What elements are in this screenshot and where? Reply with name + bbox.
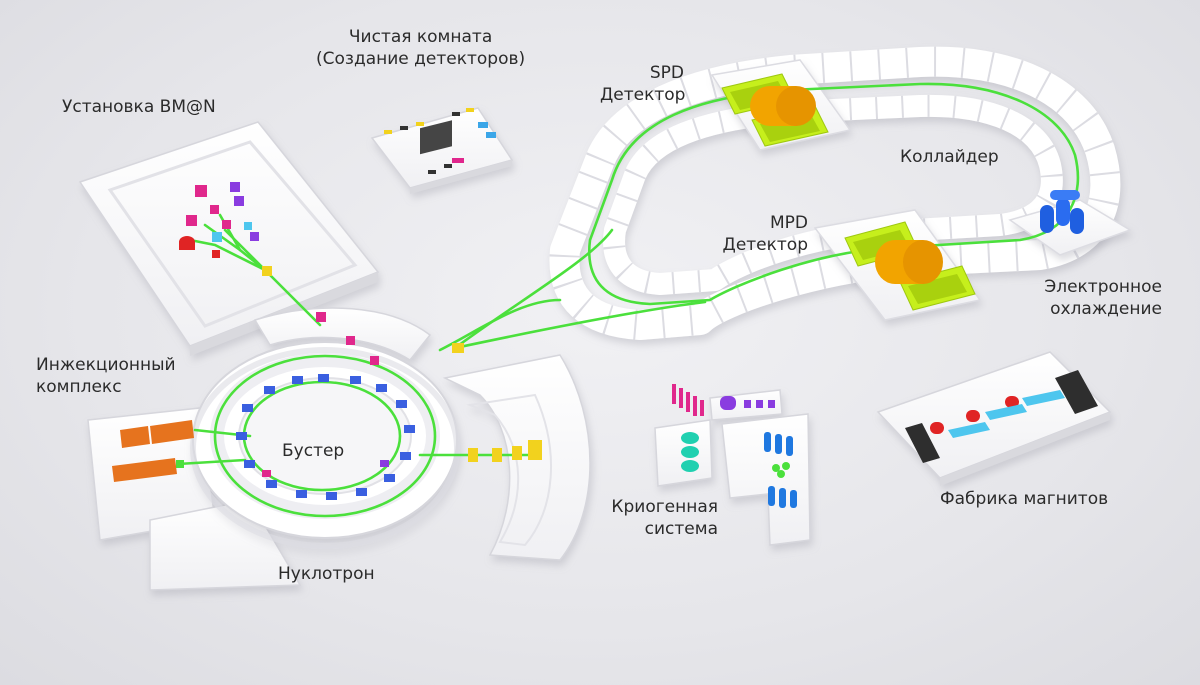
label-collider: Коллайдер	[900, 147, 999, 167]
label-booster: Бустер	[282, 441, 345, 461]
electron-cooling-device	[1040, 190, 1084, 234]
clean-room	[370, 107, 514, 194]
label-cryogenic: Криогенная система	[600, 496, 718, 540]
label-spd-line1: SPD	[649, 63, 684, 83]
label-nuclotron: Нуклотрон	[278, 564, 375, 584]
label-cryogenic-line1: Криогенная	[611, 497, 718, 517]
label-mpd-line2: Детектор	[722, 235, 808, 255]
nuclotron-ring-base	[190, 341, 460, 549]
nuclotron-magnets	[236, 374, 415, 500]
label-mpd: MPD Детектор	[716, 212, 808, 256]
spd-detector	[721, 73, 829, 147]
exit-beamline-blocks	[468, 440, 542, 462]
label-clean-room-line2: (Создание детекторов)	[316, 49, 526, 69]
label-injection-line2: комплекс	[36, 377, 122, 397]
label-electron-cooling: Электронное охлаждение	[1032, 276, 1162, 320]
mpd-detector	[844, 221, 976, 311]
label-magnet-factory: Фабрика магнитов	[940, 489, 1109, 509]
label-clean-room-line1: Чистая комната	[348, 27, 493, 47]
magnet-factory-equipment	[905, 370, 1098, 463]
label-bmn: Установка BM@N	[62, 97, 216, 117]
label-cryogenic-line2: система	[644, 519, 718, 539]
bmn-detectors	[179, 182, 464, 365]
label-clean-room: Чистая комната (Создание детекторов)	[316, 26, 525, 70]
label-injection-line1: Инжекционный	[36, 355, 176, 375]
upper-arc-hall	[253, 307, 432, 361]
label-mpd-line1: MPD	[769, 213, 808, 233]
cryogenic-equipment	[672, 384, 797, 508]
label-electron-cooling-line1: Электронное	[1044, 277, 1162, 297]
label-electron-cooling-line2: охлаждение	[1050, 299, 1162, 319]
label-injection: Инжекционный комплекс	[36, 354, 176, 398]
label-spd: SPD Детектор	[600, 62, 686, 106]
label-spd-line2: Детектор	[600, 85, 686, 105]
